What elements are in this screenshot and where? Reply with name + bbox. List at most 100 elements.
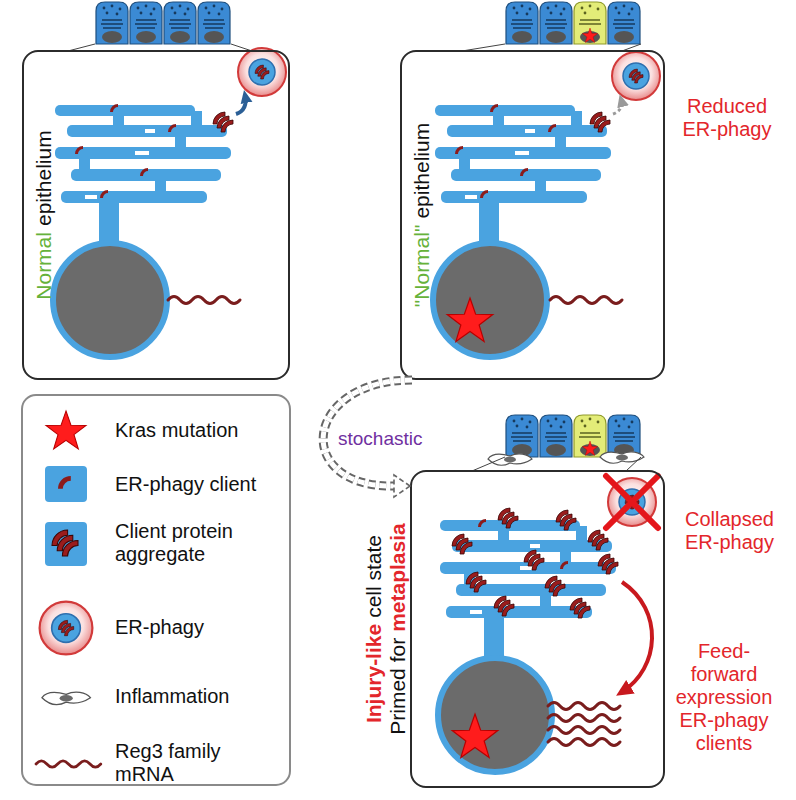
legend-text: Reg3 family mRNA <box>115 740 275 786</box>
er-phagy-client <box>560 561 568 569</box>
epithelium-row <box>462 2 641 51</box>
epithelial-cell <box>96 2 128 44</box>
reg3-mrna <box>548 715 620 722</box>
epithelial-cell <box>198 2 230 44</box>
reduced-flux-arrow <box>613 99 622 114</box>
panel-heading: "Normal" <box>410 225 433 308</box>
connector-fill <box>323 380 412 486</box>
client-aggregate <box>213 112 233 132</box>
reg3-mrna <box>548 739 620 746</box>
panel-heading: cell state <box>362 535 385 618</box>
reg3-mrna <box>550 297 622 304</box>
er-phagy-client <box>58 476 71 489</box>
er-phagy-client <box>75 146 83 154</box>
kras-star <box>447 298 493 341</box>
annotation: Feed-forward expression ER-phagy clients <box>670 640 778 755</box>
er-phagy-client <box>168 124 176 132</box>
dashed-connector <box>323 380 412 497</box>
edge-label: stochastic <box>338 428 422 450</box>
panel-heading: Primed for <box>386 638 409 735</box>
reg3-mrna <box>548 703 620 710</box>
flux-arrow <box>236 95 246 114</box>
kras-star <box>46 411 86 449</box>
epithelial-cell <box>540 2 572 44</box>
mutant-cell <box>574 415 606 457</box>
kras-star <box>582 441 597 455</box>
arrow-head <box>394 475 410 497</box>
vertical-heading: Normal epithelium <box>32 52 56 378</box>
annotation: Reduced ER-phagy <box>672 95 782 141</box>
client-aggregate <box>466 572 486 592</box>
er-phagy-client <box>490 104 498 112</box>
legend-text: ER-phagy <box>115 616 275 639</box>
legend-text: Inflammation <box>115 685 275 708</box>
er-sample <box>45 522 87 566</box>
inflammatory-cell <box>600 452 644 463</box>
epithelium-row <box>68 2 252 51</box>
legend-text: Kras mutation <box>115 419 275 442</box>
er-phagy-client <box>140 168 148 176</box>
legend-text: Client protein aggregate <box>115 520 275 566</box>
connector-outline <box>323 380 412 486</box>
panel-heading: Injury-like <box>362 624 385 723</box>
normal-cell-interior <box>53 48 286 357</box>
epithelial-cell <box>540 415 572 457</box>
legend-frame <box>22 395 290 785</box>
epithelial-cell <box>506 2 538 44</box>
kras-star <box>582 28 597 42</box>
er-phagy-client <box>100 190 108 198</box>
er-phagy-client <box>455 146 463 154</box>
endoplasmic-reticulum <box>433 105 611 357</box>
client-aggregate <box>598 554 618 574</box>
inflammatory-cell <box>488 454 532 465</box>
er-phagy-vesicle <box>612 52 660 100</box>
vertical-heading: Primed formetaplasia <box>386 472 410 786</box>
annotation: Collapsed ER-phagy <box>672 508 787 554</box>
vertical-heading: "Normal" epithelium <box>410 52 434 378</box>
er-phagy-client <box>480 190 488 198</box>
injury-cell-interior <box>438 476 658 772</box>
er-phagy-vesicle <box>40 602 93 655</box>
client-aggregate <box>590 112 610 132</box>
er-phagy-client <box>548 124 556 132</box>
client-aggregate <box>570 598 590 618</box>
client-aggregate <box>524 550 544 570</box>
epithelial-cell <box>506 415 538 457</box>
client-aggregate <box>545 576 565 596</box>
feed-forward-arrow <box>622 582 652 692</box>
client-aggregate <box>588 530 608 550</box>
panel-heading: epithelium <box>32 130 55 226</box>
collapse-cross <box>606 476 658 528</box>
epithelial-cell <box>130 2 162 44</box>
inflammatory-cell <box>42 692 90 704</box>
client-aggregate <box>498 508 518 528</box>
epithelium-row <box>472 415 644 471</box>
legend-text: ER-phagy client <box>115 473 275 496</box>
panel-box: Normal epithelium <box>22 50 290 380</box>
epithelial-cell <box>608 2 640 44</box>
epithelial-cell <box>608 415 640 457</box>
kras-star <box>452 714 498 757</box>
panel-heading: epithelium <box>410 123 433 219</box>
er-phagy-client <box>520 168 528 176</box>
er-phagy-client <box>478 519 486 527</box>
reg3-mrna <box>548 727 620 734</box>
client-aggregate <box>452 534 472 554</box>
reg3-mrna <box>36 761 101 767</box>
panel-heading: Normal <box>32 232 55 300</box>
vertical-heading: Injury-like cell state <box>362 472 386 786</box>
client-aggregate <box>494 596 514 616</box>
client-aggregate <box>52 530 78 556</box>
panel-box: Injury-likecell statePrimed formetaplasi… <box>410 470 665 788</box>
er-sample <box>45 466 87 502</box>
reg3-mrna <box>168 297 240 304</box>
client-aggregate <box>556 510 576 530</box>
zoom-line <box>472 457 641 471</box>
mutant-cell <box>574 2 606 44</box>
legend <box>22 395 290 785</box>
er-phagy-vesicle <box>238 48 286 96</box>
mutant-cell-interior <box>433 52 660 357</box>
endoplasmic-reticulum <box>53 105 231 357</box>
